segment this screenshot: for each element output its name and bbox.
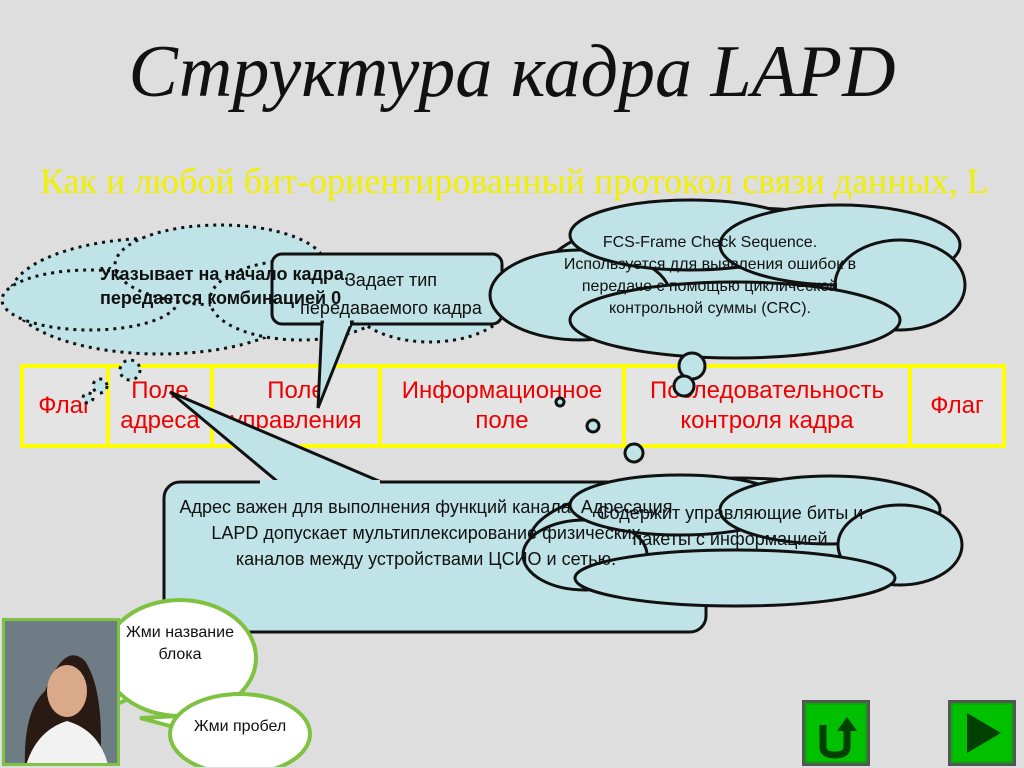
field-information[interactable]: Информационное поле [382,368,626,444]
hint-bubbles [102,598,312,767]
return-button[interactable] [802,700,870,766]
info-callout-text: Содержит управляющие биты и пакеты с инф… [596,503,864,549]
presenter-figure [5,621,117,763]
field-label: Информационное поле [401,377,603,434]
frame-structure-table: Флаг Поле адреса Поле управления Информа… [20,364,1006,448]
subtitle-text: Как и любой бит-ориентированный протокол… [40,161,990,201]
fcs-callout-cloud [488,198,967,464]
next-button[interactable] [948,700,1016,766]
flag-callout-text: Указывает на начало кадра, передается ко… [100,264,349,308]
u-turn-arrow-icon [807,705,865,761]
presenter-photo [2,618,120,766]
field-flag-end[interactable]: Флаг [912,368,1002,444]
hint-press-space: Жми пробел [193,718,287,735]
hint-click-block: Жми название блока [126,624,234,663]
type-callout-box [270,252,504,409]
address-callout-text: Адрес важен для выполнения функций канал… [179,497,673,569]
field-label: Поле адреса [120,377,200,434]
fcs-callout-text: FCS-Frame Check Sequence. Используется д… [563,234,857,317]
info-callout-cloud [521,473,964,608]
field-address[interactable]: Поле адреса [110,368,214,444]
play-triangle-icon [953,705,1011,761]
field-label: Флаг [930,392,984,419]
type-callout-text: Задает тип передаваемого кадра [300,270,482,318]
slide-title: Структура кадра LAPD [128,31,896,113]
